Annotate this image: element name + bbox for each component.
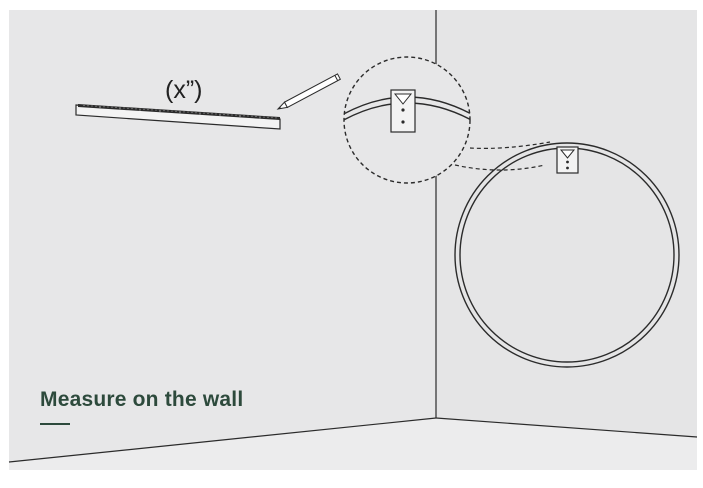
zoom-connector-top: [469, 141, 551, 149]
left-wall: [9, 10, 436, 462]
measurement-label: (x”): [165, 76, 202, 104]
wall-hook: [556, 146, 579, 174]
floor: [9, 418, 697, 470]
caption-underline: [40, 423, 70, 425]
right-wall: [436, 10, 697, 437]
pencil-icon: [276, 73, 342, 110]
floor-edge-right: [435, 417, 698, 438]
zoom-detail: [343, 56, 471, 184]
ruler: [75, 104, 281, 130]
wall-hook-detail: [390, 89, 416, 133]
floor-edge-left: [8, 417, 437, 463]
instruction-caption: Measure on the wall: [40, 388, 244, 411]
zoom-connector-bottom: [454, 164, 546, 171]
